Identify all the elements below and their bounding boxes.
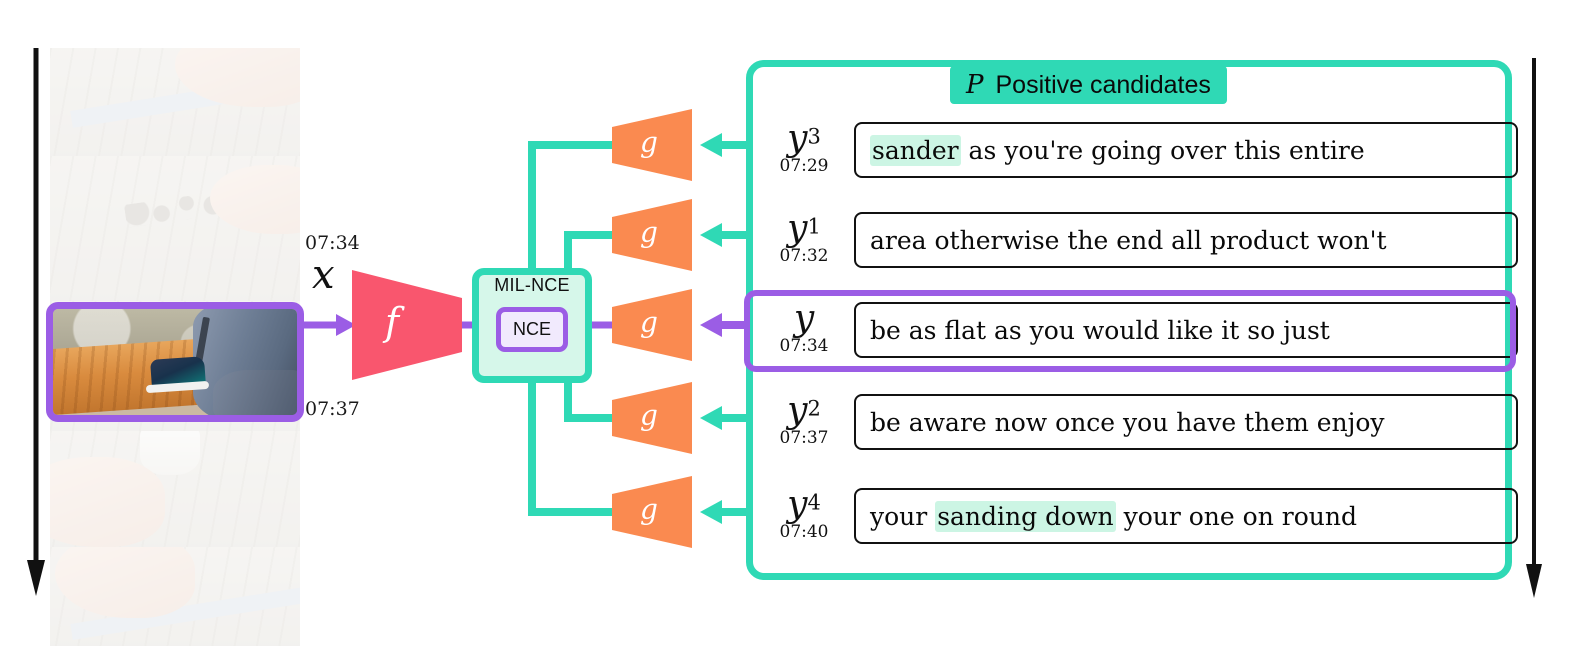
frame-art: [50, 48, 300, 156]
candidate-row[interactable]: y1 07:32 area otherwise the end all prod…: [770, 208, 1518, 270]
encoder-g-label: g: [640, 216, 658, 249]
candidate-caption[interactable]: sander as you're going over this entire: [854, 122, 1518, 178]
text-encoder-g[interactable]: [612, 289, 692, 361]
caption-text: be aware now once you have them enjoy: [870, 407, 1385, 437]
candidate-caption[interactable]: your sanding down your one on round: [854, 488, 1518, 544]
positive-candidates-label: Positive candidates: [995, 70, 1211, 99]
caption-highlight: sanding down: [935, 500, 1116, 532]
filmstrip-frame: [50, 156, 300, 301]
encoder-f-label: f: [385, 300, 400, 344]
selected-candidate-highlight: [744, 290, 1516, 372]
candidate-row[interactable]: y4 07:40 your sanding down your one on r…: [770, 484, 1518, 546]
mil-nce-title: MIL-NCE: [494, 275, 570, 295]
candidate-timestamp: 07:29: [779, 156, 829, 176]
candidate-caption[interactable]: be aware now once you have them enjoy: [854, 394, 1518, 450]
encoder-g-label: g: [640, 399, 658, 432]
candidate-row-selected[interactable]: y 07:34 be as flat as you would like it …: [770, 298, 1518, 360]
encoder-g-label: g: [640, 493, 658, 526]
text-encoder-g[interactable]: [612, 476, 692, 548]
encoder-g-label: g: [640, 306, 658, 339]
text-encoder-g[interactable]: [612, 199, 692, 271]
text-encoder-g[interactable]: [612, 109, 692, 181]
candidate-symbol: y1: [787, 208, 821, 249]
candidate-timestamp: 07:40: [779, 522, 829, 542]
nce-box[interactable]: NCE: [496, 307, 568, 352]
video-encoder-f[interactable]: [352, 270, 462, 380]
frame-art: [50, 547, 300, 646]
caption-text: as you're going over this entire: [960, 135, 1365, 165]
caption-text: your one on round: [1115, 501, 1357, 531]
calligraphic-p-icon: P: [966, 70, 984, 100]
input-symbol-x: x: [312, 252, 335, 298]
candidate-row[interactable]: y3 07:29 sander as you're going over thi…: [770, 118, 1518, 180]
filmstrip-frame: [50, 431, 300, 547]
frame-art: [50, 156, 300, 301]
candidate-caption[interactable]: area otherwise the end all product won't: [854, 212, 1518, 268]
frame-timestamp-top: 07:34: [305, 232, 360, 254]
caption-text: be as flat as you would like it so just: [870, 315, 1330, 345]
selected-video-frame[interactable]: [46, 302, 304, 422]
caption-highlight: sander: [870, 134, 961, 166]
timeline-arrow-left: [27, 48, 45, 596]
candidate-symbol: y2: [787, 390, 821, 431]
filmstrip-frame: [50, 547, 300, 646]
candidate-symbol: y3: [787, 118, 821, 159]
candidate-symbol: y4: [787, 484, 821, 525]
caption-text: your: [870, 501, 936, 531]
candidate-symbol: y: [793, 298, 815, 339]
frame-timestamp-bottom: 07:37: [305, 398, 360, 420]
text-encoder-g[interactable]: [612, 382, 692, 454]
positive-candidates-title: P Positive candidates: [950, 66, 1227, 104]
candidate-timestamp: 07:34: [779, 336, 829, 356]
candidate-row[interactable]: y2 07:37 be aware now once you have them…: [770, 390, 1518, 452]
encoder-g-label: g: [640, 126, 658, 159]
candidate-caption[interactable]: be as flat as you would like it so just: [854, 302, 1518, 358]
filmstrip-frame: [50, 48, 300, 156]
figure-canvas: 07:34 07:37 x f MIL-NCE NCE: [27, 48, 1542, 646]
caption-text: area otherwise the end all product won't: [870, 225, 1387, 255]
candidate-timestamp: 07:37: [779, 428, 829, 448]
selected-frame-art: [53, 309, 297, 415]
candidate-timestamp: 07:32: [779, 246, 829, 266]
timeline-arrow-right: [1526, 58, 1542, 598]
frame-art: [50, 431, 300, 547]
